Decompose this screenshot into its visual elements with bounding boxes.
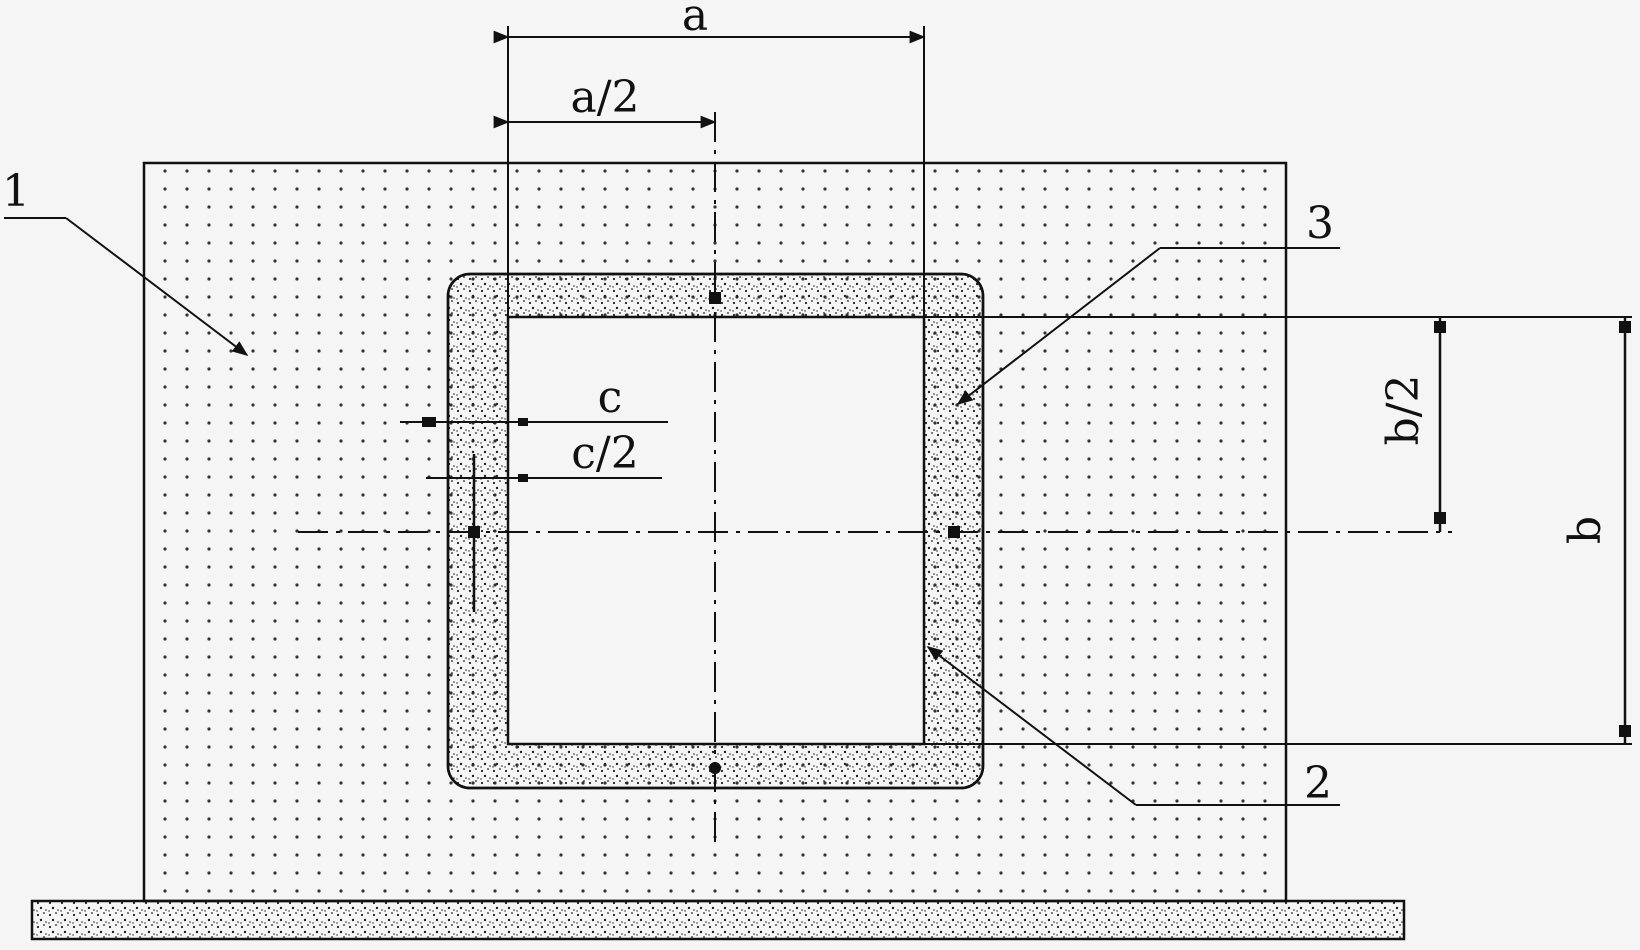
dimension-b-half-label: b/2 [1378,375,1429,446]
point-top [709,292,721,304]
callout-3: 3 [956,198,1340,405]
dimension-a: a [493,0,926,44]
center-lines [298,112,1452,845]
point-right [948,526,960,538]
dimension-c-label: c [598,372,623,423]
extension-lines-b [924,316,1632,745]
callout-2-label: 2 [1304,758,1332,809]
dimension-a-half-label: a/2 [570,72,639,123]
dimension-c-half-label: c/2 [571,428,638,479]
callout-1: 1 [2,166,249,356]
dimension-c-half: c/2 [426,428,662,612]
point-bottom [709,762,721,774]
callout-1-label: 1 [2,166,30,217]
dimension-a-half: a/2 [493,72,717,129]
extension-lines-a [507,26,925,317]
dimension-b-label: b [1560,516,1611,544]
dimension-b-half: b/2 [1378,317,1446,532]
dimension-a-label: a [682,0,708,41]
dimension-b: b [1560,317,1631,744]
callout-3-label: 3 [1306,198,1334,249]
callout-2: 2 [926,646,1340,809]
base-plate [30,899,1406,941]
dimension-c: c [400,372,668,427]
